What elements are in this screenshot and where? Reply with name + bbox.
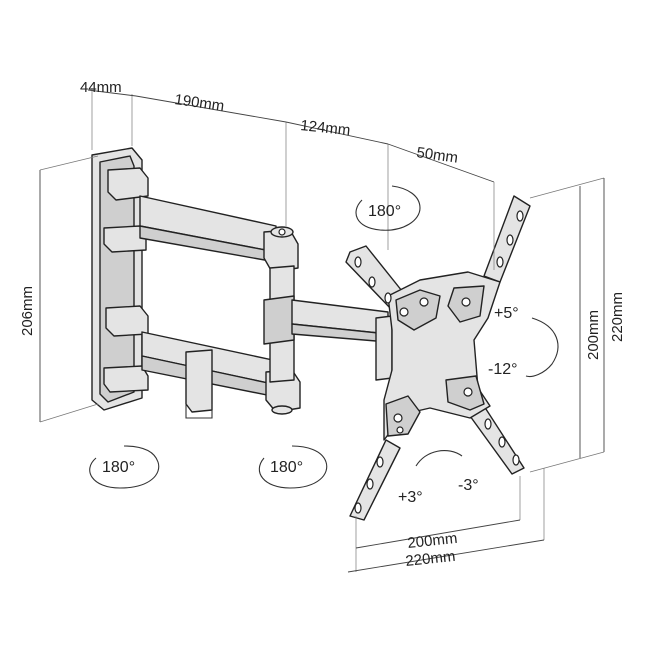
- swivel-wall-label: 180°: [102, 459, 135, 476]
- dimension-lines: [39, 88, 605, 573]
- upper-arm: [139, 195, 299, 273]
- swivel-top-label: 180°: [368, 203, 401, 220]
- swivel-top-arc: [355, 185, 421, 231]
- dim-220mm-vertical-label: 220mm: [609, 292, 626, 342]
- dim-206mm-label: 206mm: [19, 286, 36, 336]
- elbow-link: [263, 265, 295, 383]
- swivel-elbow-label: 180°: [270, 459, 303, 476]
- dim-124mm-label: 124mm: [300, 117, 352, 139]
- tilt-down-label: -12°: [488, 361, 518, 378]
- dim-220mm-horizontal-label: 220mm: [405, 548, 457, 570]
- level-minus-label: -3°: [458, 477, 479, 494]
- wall-plate: [91, 147, 149, 411]
- swivel-wall-arc: [89, 445, 160, 489]
- dim-190mm-label: 190mm: [173, 91, 225, 115]
- level-arc: [415, 450, 463, 467]
- dim-44mm-label: 44mm: [80, 79, 122, 96]
- swivel-elbow-arc: [258, 445, 328, 489]
- dim-200mm-horizontal-label: 200mm: [407, 530, 459, 552]
- vesa-plate: [345, 195, 531, 521]
- rotation-arcs: [89, 185, 559, 489]
- level-plus-label: +3°: [398, 489, 423, 506]
- forearm: [291, 299, 393, 381]
- tilt-up-label: +5°: [494, 305, 519, 322]
- dim-50mm-label: 50mm: [415, 144, 459, 167]
- tilt-arc: [525, 317, 559, 378]
- dim-200mm-vertical-label: 200mm: [585, 310, 602, 360]
